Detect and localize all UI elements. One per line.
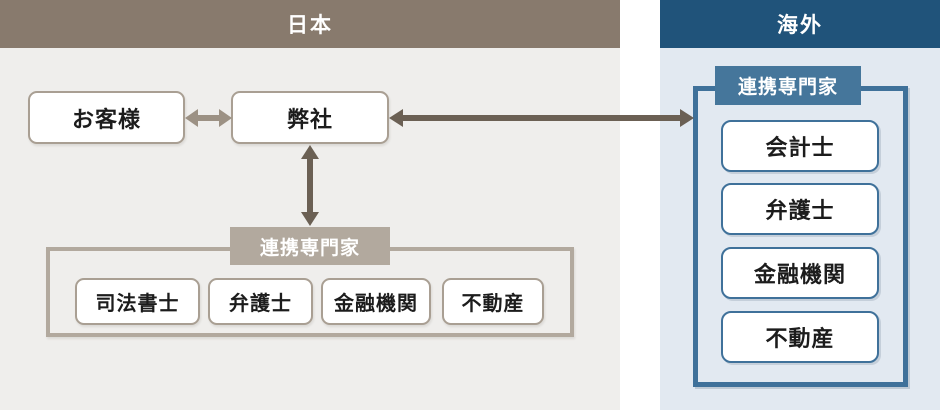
double-arrow-company-partners-icon (301, 145, 319, 226)
double-arrow-company-overseas-icon (389, 109, 694, 127)
company-box: 弊社 (231, 91, 389, 144)
overseas-partner-box: 金融機関 (721, 247, 879, 299)
overseas-partner-label: 弁護士 (765, 198, 835, 223)
double-arrow-customer-company-icon (185, 109, 232, 127)
japan-partner-label: 金融機関 (334, 293, 418, 315)
japan-partner-box: 司法書士 (75, 278, 200, 325)
overseas-partners-tab: 連携専門家 (715, 66, 861, 105)
overseas-section-header: 海外 (660, 0, 940, 48)
overseas-partner-box: 会計士 (721, 120, 879, 172)
japan-partner-box: 不動産 (442, 278, 544, 325)
overseas-partners-tab-label: 連携専門家 (737, 77, 838, 98)
customer-box: お客様 (28, 91, 185, 144)
company-label: 弊社 (286, 106, 333, 132)
japan-section-title: 日本 (287, 14, 333, 37)
overseas-partner-box: 弁護士 (721, 183, 879, 235)
japan-partner-box: 弁護士 (208, 278, 313, 325)
japan-partner-box: 金融機関 (321, 278, 431, 325)
overseas-partner-label: 会計士 (765, 135, 835, 160)
overseas-section-title: 海外 (777, 14, 823, 37)
overseas-partner-box: 不動産 (721, 311, 879, 363)
overseas-partner-label: 金融機関 (753, 262, 846, 287)
japan-partners-tab-label: 連携専門家 (259, 237, 360, 259)
overseas-partner-label: 不動産 (765, 326, 835, 351)
japan-partners-tab: 連携専門家 (230, 227, 390, 265)
japan-section-header: 日本 (0, 0, 620, 48)
japan-partner-label: 弁護士 (229, 293, 292, 315)
japan-partner-label: 不動産 (461, 293, 525, 315)
customer-label: お客様 (71, 106, 141, 132)
japan-partner-label: 司法書士 (95, 293, 180, 315)
